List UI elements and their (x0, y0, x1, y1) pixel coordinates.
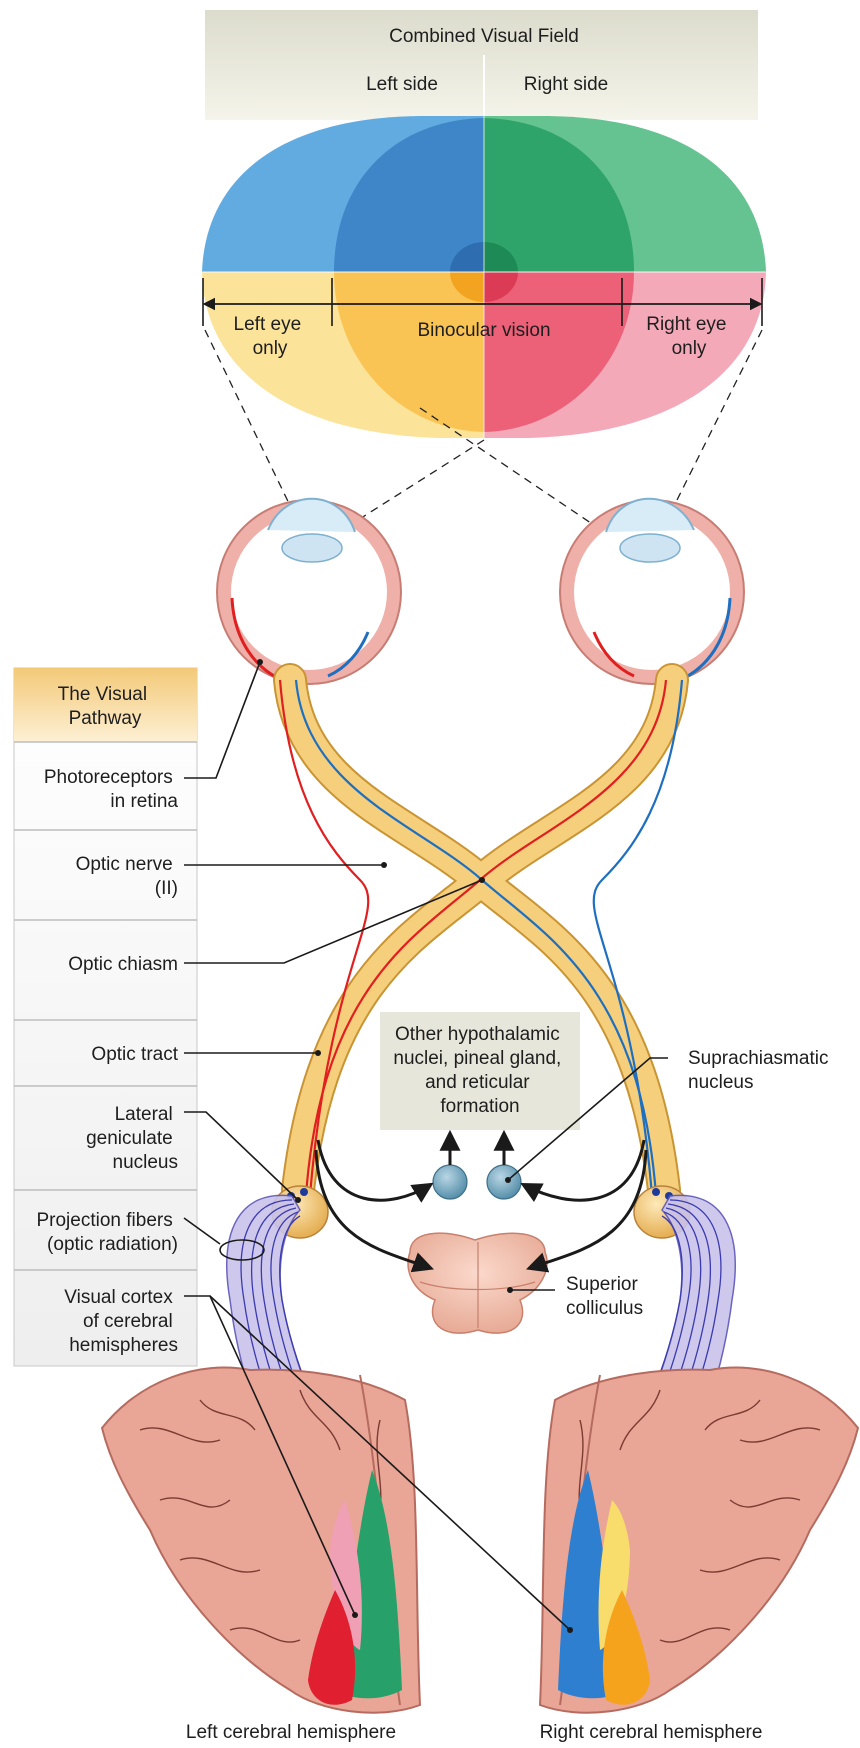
leader-suprachiasmatic-dot (505, 1177, 511, 1183)
binocular-vision-label: Binocular vision (417, 320, 550, 341)
right-hemisphere-caption: Right cerebral hemisphere (540, 1722, 763, 1743)
left-eyeball (217, 499, 401, 684)
left-lens (282, 534, 342, 562)
superior-colliculus (408, 1233, 547, 1333)
leader-photoreceptors-dot (257, 659, 263, 665)
leader-lateral-geniculate (184, 1112, 298, 1200)
leader-visual-cortex-left-dot (352, 1612, 358, 1618)
combined-visual-field: Combined Visual Field Left side Right si… (202, 10, 766, 440)
visual-pathway-panel: The Visual Pathway Photoreceptors in ret… (14, 668, 197, 1366)
right-side-label: Right side (524, 74, 609, 95)
leader-visual-cortex-right-dot (567, 1627, 573, 1633)
right-lens (620, 534, 680, 562)
label-optic-tract: Optic tract (91, 1044, 178, 1065)
leader-optic-chiasm-dot (479, 877, 485, 883)
left-lgn-dot-b (300, 1188, 308, 1196)
arrow-right-tract-to-scn (524, 1140, 644, 1200)
suprachiasmatic-label: Suprachiasmatic nucleus (688, 1048, 834, 1093)
right-cerebral-hemisphere (540, 1367, 858, 1712)
leader-superior-colliculus-dot (507, 1287, 513, 1293)
left-side-label: Left side (366, 74, 438, 95)
right-suprachiasmatic-nucleus (487, 1165, 521, 1199)
right-lgn-dot-a (652, 1188, 660, 1196)
leader-lateral-geniculate-dot (295, 1197, 301, 1203)
visual-field-title: Combined Visual Field (389, 26, 579, 47)
superior-colliculus-label: Superior colliculus (566, 1274, 643, 1319)
left-hemisphere-caption: Left cerebral hemisphere (186, 1722, 396, 1743)
arrow-left-tract-to-scn (318, 1140, 430, 1200)
leader-optic-tract-dot (315, 1050, 321, 1056)
right-eyeball (560, 499, 744, 684)
panel-header (14, 668, 197, 742)
label-optic-chiasm: Optic chiasm (68, 954, 178, 975)
left-cerebral-hemisphere (102, 1367, 420, 1712)
arrow-right-tract-to-colliculus (530, 1150, 646, 1268)
leader-optic-nerve-dot (381, 862, 387, 868)
left-suprachiasmatic-nucleus (433, 1165, 467, 1199)
